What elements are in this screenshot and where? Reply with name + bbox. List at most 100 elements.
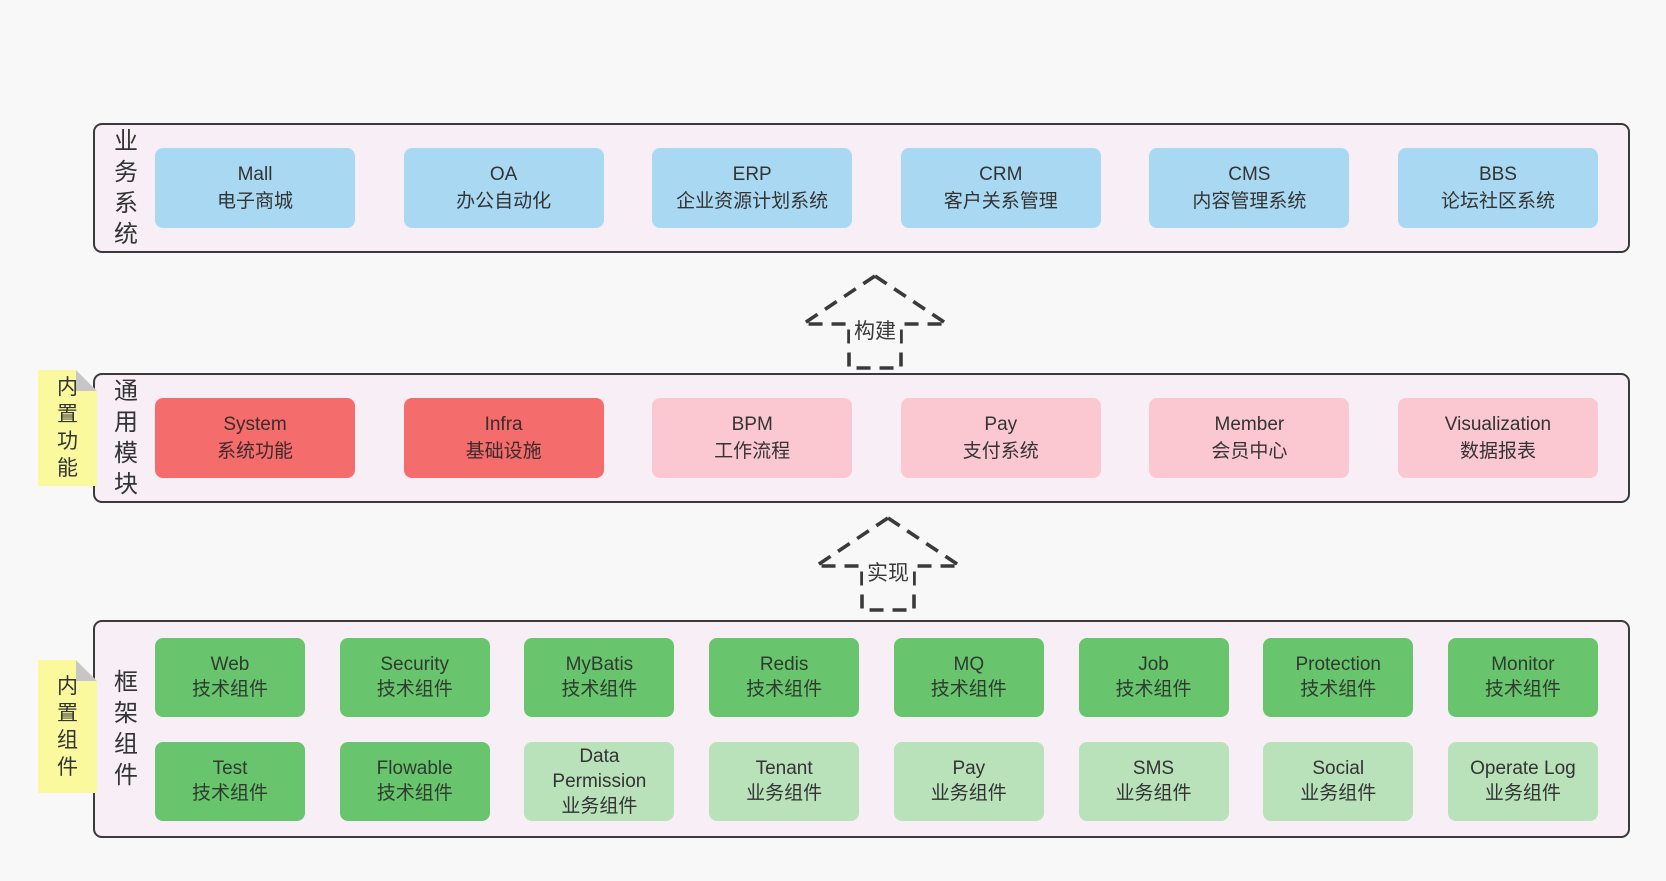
box-protection: Protection 技术组件 [1263, 637, 1414, 717]
box-subtitle: 办公自动化 [456, 191, 552, 212]
box-title: Web [210, 654, 250, 675]
box-subtitle: 企业资源计划系统 [676, 191, 829, 212]
box-subtitle: 内容管理系统 [1192, 191, 1307, 212]
box-subtitle: 技术组件 [376, 783, 453, 804]
box-redis: Redis 技术组件 [709, 637, 860, 717]
box-infra: Infra 基础设施 [403, 398, 604, 478]
box-subtitle: 业务组件 [1115, 783, 1192, 804]
box-mall: Mall 电子商城 [155, 148, 355, 228]
box-subtitle: 技术组件 [1484, 679, 1561, 700]
box-title: Protection [1295, 654, 1381, 675]
sticky-note-label: 内置功能 [57, 376, 78, 480]
box-title: Data Permission [552, 745, 647, 792]
box-title: CRM [979, 164, 1023, 185]
box-operate-log: Operate Log 业务组件 [1447, 741, 1598, 821]
box-bbs: BBS 论坛社区系统 [1397, 148, 1598, 228]
box-subtitle: 论坛社区系统 [1440, 191, 1555, 212]
box-pay-system: Pay 支付系统 [900, 398, 1101, 478]
box-subtitle: 技术组件 [191, 783, 268, 804]
box-title: Job [1138, 654, 1169, 675]
layer-label-framework-components: 框架组件 [114, 669, 138, 789]
box-subtitle: 基础设施 [465, 441, 542, 462]
box-subtitle: 支付系统 [962, 441, 1039, 462]
box-pay-component: Pay 业务组件 [893, 741, 1044, 821]
arrow-implement-label: 实现 [863, 556, 913, 588]
box-subtitle: 技术组件 [1300, 679, 1377, 700]
box-title: Pay [984, 414, 1018, 435]
box-cms: CMS 内容管理系统 [1149, 148, 1350, 228]
sticky-note-builtin-components: 内置组件 [38, 660, 97, 793]
box-job: Job 技术组件 [1078, 637, 1229, 717]
box-system: System 系统功能 [155, 398, 355, 478]
box-security: Security 技术组件 [339, 637, 490, 717]
box-test: Test 技术组件 [155, 741, 305, 821]
common-modules-row: System 系统功能 Infra 基础设施 BPM 工作流程 Pay 支付系统… [155, 398, 1598, 478]
box-title: Pay [952, 758, 986, 779]
box-title: Redis [759, 654, 809, 675]
box-tenant: Tenant 业务组件 [709, 741, 860, 821]
box-bpm: BPM 工作流程 [652, 398, 853, 478]
business-components-row: Test 技术组件 Flowable 技术组件 Data Permission … [155, 741, 1598, 821]
box-subtitle: 业务组件 [1484, 783, 1561, 804]
box-subtitle: 技术组件 [1115, 679, 1192, 700]
box-data-permission: Data Permission 业务组件 [524, 741, 675, 821]
box-title: Tenant [755, 758, 813, 779]
sticky-note-label: 内置组件 [57, 674, 78, 779]
box-subtitle: 系统功能 [216, 441, 293, 462]
box-mybatis: MyBatis 技术组件 [524, 637, 675, 717]
box-erp: ERP 企业资源计划系统 [652, 148, 853, 228]
box-title: Member [1214, 414, 1285, 435]
box-title: MyBatis [565, 654, 634, 675]
box-sms: SMS 业务组件 [1078, 741, 1229, 821]
layer-common-modules: 内置功能 通用模块 System 系统功能 Infra 基础设施 BPM 工作流… [93, 373, 1630, 503]
layer-framework-components: 内置组件 框架组件 Web 技术组件 Security 技术组件 MyBatis… [93, 620, 1630, 838]
layer-label-common-modules: 通用模块 [114, 378, 138, 498]
arrow-build: 构建 [800, 272, 950, 372]
box-mq: MQ 技术组件 [893, 637, 1044, 717]
box-title: SMS [1132, 758, 1175, 779]
box-title: Social [1312, 758, 1365, 779]
box-title: Infra [484, 414, 523, 435]
box-subtitle: 技术组件 [746, 679, 823, 700]
box-oa: OA 办公自动化 [403, 148, 604, 228]
box-subtitle: 业务组件 [930, 783, 1007, 804]
business-systems-row: Mall 电子商城 OA 办公自动化 ERP 企业资源计划系统 CRM 客户关系… [155, 148, 1598, 228]
box-subtitle: 技术组件 [561, 679, 638, 700]
box-subtitle: 电子商城 [216, 191, 293, 212]
framework-components-rows: Web 技术组件 Security 技术组件 MyBatis 技术组件 Redi… [155, 637, 1598, 821]
box-flowable: Flowable 技术组件 [339, 741, 490, 821]
box-title: Monitor [1491, 654, 1555, 675]
box-title: Security [380, 654, 450, 675]
box-title: ERP [732, 164, 772, 185]
sticky-fold-icon [76, 660, 97, 681]
box-web: Web 技术组件 [155, 637, 305, 717]
arrow-build-label: 构建 [850, 314, 900, 346]
box-title: System [223, 414, 287, 435]
arrow-implement: 实现 [813, 514, 963, 614]
box-title: MQ [953, 654, 985, 675]
box-subtitle: 工作流程 [714, 441, 791, 462]
tech-components-row: Web 技术组件 Security 技术组件 MyBatis 技术组件 Redi… [155, 637, 1598, 717]
box-title: OA [489, 164, 518, 185]
layer-label-business-systems: 业务系统 [114, 128, 138, 248]
box-title: Mall [237, 164, 273, 185]
box-title: CMS [1228, 164, 1271, 185]
box-title: Flowable [376, 758, 453, 779]
box-member: Member 会员中心 [1149, 398, 1350, 478]
box-title: BPM [731, 414, 773, 435]
layer-business-systems: 业务系统 Mall 电子商城 OA 办公自动化 ERP 企业资源计划系统 CRM… [93, 123, 1630, 253]
box-subtitle: 业务组件 [746, 783, 823, 804]
box-subtitle: 业务组件 [1300, 783, 1377, 804]
box-title: Test [212, 758, 248, 779]
box-title: Operate Log [1470, 758, 1576, 779]
box-subtitle: 技术组件 [930, 679, 1007, 700]
box-subtitle: 客户关系管理 [943, 191, 1058, 212]
box-title: Visualization [1444, 414, 1552, 435]
box-monitor: Monitor 技术组件 [1447, 637, 1598, 717]
sticky-fold-icon [76, 370, 97, 391]
sticky-note-builtin-features: 内置功能 [38, 370, 97, 486]
box-crm: CRM 客户关系管理 [900, 148, 1101, 228]
box-subtitle: 技术组件 [376, 679, 453, 700]
box-subtitle: 会员中心 [1211, 441, 1288, 462]
box-subtitle: 数据报表 [1459, 441, 1536, 462]
